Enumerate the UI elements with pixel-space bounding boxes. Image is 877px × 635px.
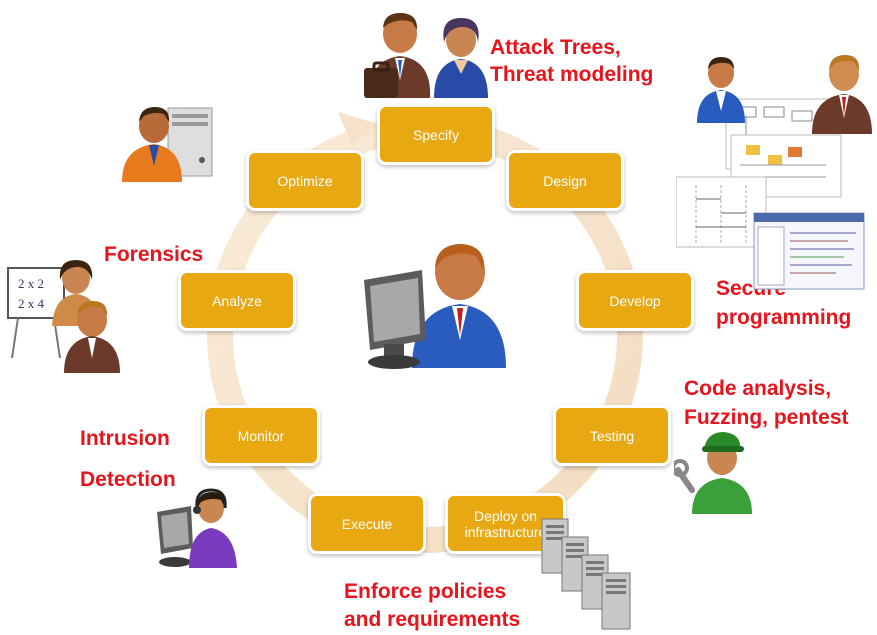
manager-right-icon bbox=[812, 55, 872, 134]
annotation-attack-trees: Attack Trees, bbox=[490, 36, 621, 59]
annotation-intrusion: Intrusion bbox=[80, 427, 170, 450]
annotation-code-analysis: Code analysis, bbox=[684, 377, 832, 400]
server-rack-icon bbox=[541, 518, 631, 630]
step-design: Design bbox=[506, 150, 624, 211]
step-label: Develop bbox=[609, 292, 661, 309]
step-label: Optimize bbox=[277, 172, 333, 189]
step-label: Monitor bbox=[237, 427, 285, 444]
design-documents-icon bbox=[676, 98, 865, 290]
operator-headset-icon bbox=[157, 488, 237, 568]
step-develop: Develop bbox=[576, 270, 694, 331]
step-testing: Testing bbox=[553, 405, 671, 466]
board-text-1: 2 x 2 bbox=[18, 276, 44, 291]
step-label: Testing bbox=[589, 427, 635, 444]
board-text-2: 2 x 4 bbox=[18, 296, 45, 311]
developer-at-computer-icon bbox=[364, 244, 506, 369]
step-specify: Specify bbox=[377, 104, 495, 165]
step-label: Specify bbox=[413, 126, 459, 143]
presenter-with-board-icon: 2 x 2 2 x 4 bbox=[7, 260, 120, 373]
annotation-requirements: and requirements bbox=[344, 608, 521, 631]
step-optimize: Optimize bbox=[246, 150, 364, 211]
annotation-programming: programming bbox=[716, 306, 852, 329]
step-monitor: Monitor bbox=[202, 405, 320, 466]
manager-left-icon bbox=[697, 57, 745, 123]
step-label: Design bbox=[543, 172, 587, 189]
step-deploy: Deploy on infrastructure bbox=[445, 493, 566, 554]
annotation-enforce: Enforce policies bbox=[344, 580, 507, 603]
mechanic-with-wrench-icon bbox=[674, 432, 752, 514]
annotation-fuzzing: Fuzzing, pentest bbox=[684, 406, 849, 429]
server-admin-icon bbox=[122, 107, 213, 182]
step-label: Execute bbox=[341, 515, 393, 532]
cycle-arrowhead bbox=[338, 112, 378, 145]
annotation-detection: Detection bbox=[80, 468, 176, 491]
step-label: Analyze bbox=[212, 292, 262, 309]
manager-with-briefcase-icon bbox=[364, 12, 431, 98]
step-label: Deploy on infrastructure bbox=[464, 507, 547, 540]
annotation-threat-modeling: Threat modeling bbox=[490, 63, 654, 86]
woman-figure-icon bbox=[434, 18, 488, 98]
step-execute: Execute bbox=[308, 493, 426, 554]
annotation-forensics: Forensics bbox=[104, 243, 204, 266]
step-analyze: Analyze bbox=[178, 270, 296, 331]
